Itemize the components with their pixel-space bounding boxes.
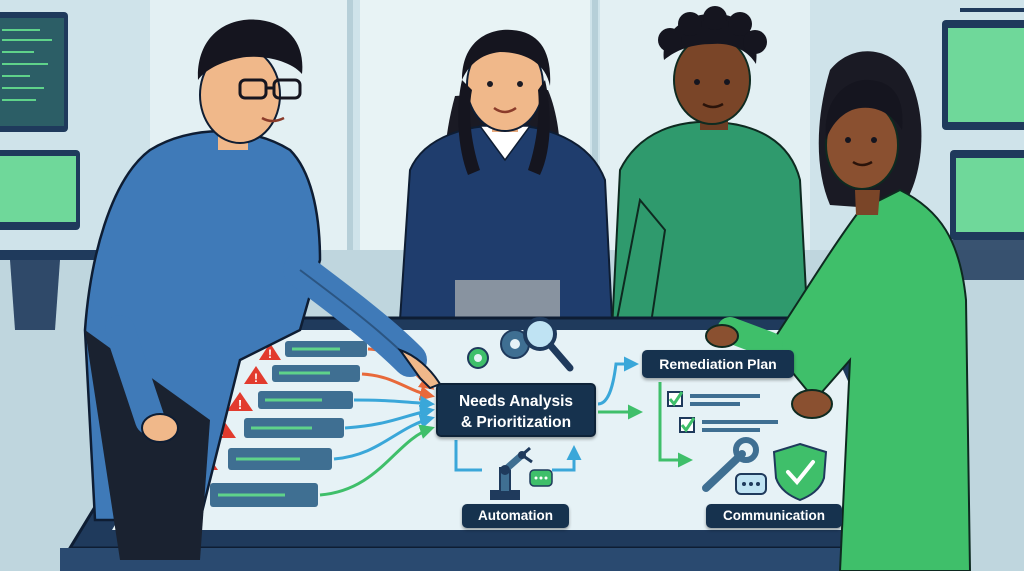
chat-bubble-icon — [735, 473, 767, 495]
needs-analysis-label: Needs Analysis & Prioritization — [436, 383, 596, 437]
wrench-icon — [702, 437, 759, 492]
issue-card — [272, 365, 360, 382]
checkbox-icon — [667, 391, 684, 407]
shield-check-icon — [772, 442, 828, 502]
warning-icon: ! — [227, 392, 253, 412]
issue-card — [244, 418, 344, 438]
right-monitors — [930, 8, 1024, 280]
svg-text:!: ! — [268, 347, 272, 361]
checkbox-icon — [679, 417, 696, 433]
person-green-top — [705, 51, 972, 571]
chat-bubble-icon — [529, 469, 553, 487]
automation-label: Automation — [462, 504, 569, 528]
flow-arrows-out — [454, 356, 693, 472]
issue-card — [210, 483, 318, 507]
issue-cards — [210, 341, 367, 507]
person-green-sweater — [610, 6, 810, 331]
magnifier-icon — [523, 317, 574, 372]
robot-arm-icon — [490, 446, 533, 500]
person-blue-shirt-glasses — [83, 19, 442, 560]
svg-text:!: ! — [238, 397, 242, 412]
left-monitors — [0, 12, 110, 330]
issue-card — [258, 391, 353, 409]
issue-card — [285, 341, 367, 357]
needs-analysis-line2: & Prioritization — [460, 414, 572, 431]
warning-icon: ! — [244, 366, 268, 385]
warning-icon: ! — [259, 343, 281, 361]
glasses-icon — [238, 78, 302, 100]
communication-label: Communication — [706, 504, 842, 528]
person-navy-sweater — [398, 29, 614, 321]
needs-analysis-line1: Needs Analysis — [458, 393, 573, 410]
flow-arrows-in — [319, 347, 435, 497]
issue-card — [228, 448, 332, 470]
checklist — [667, 391, 778, 433]
remediation-plan-label: Remediation Plan — [642, 350, 794, 378]
svg-text:!: ! — [254, 371, 258, 385]
